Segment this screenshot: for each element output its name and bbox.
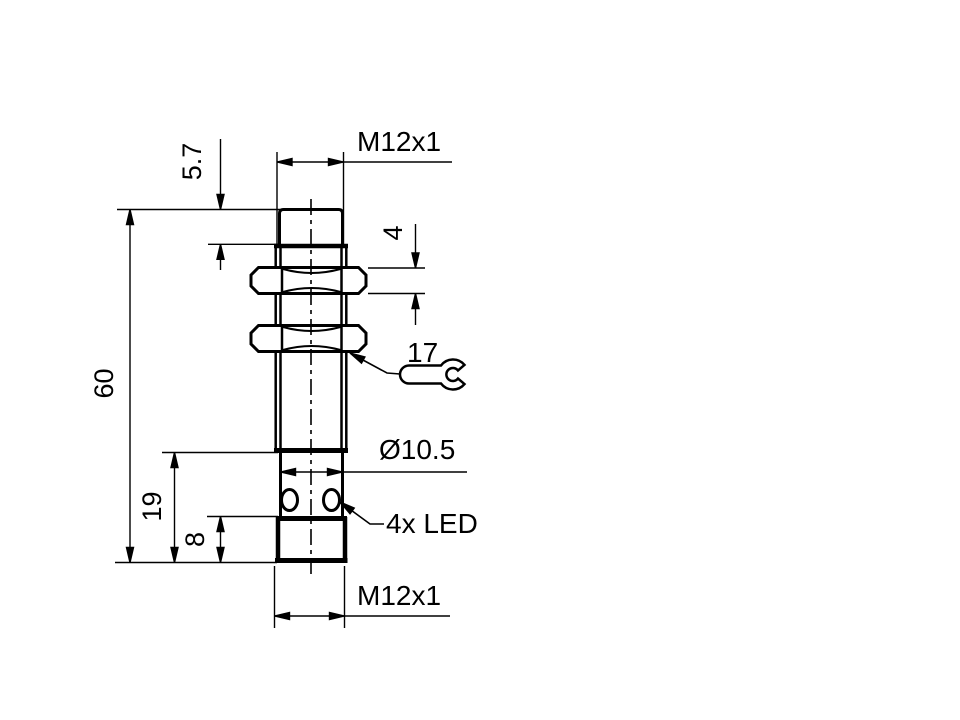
hex-nut-lower bbox=[249, 324, 368, 353]
dim-diameter bbox=[280, 467, 467, 477]
dim-overall-length bbox=[125, 209, 135, 563]
led-window-right bbox=[322, 488, 341, 512]
lower-length-label: 19 bbox=[137, 491, 167, 521]
cap-height-label: 5.7 bbox=[177, 143, 207, 181]
sensor-lower-body bbox=[279, 450, 344, 518]
thread-top-label: M12x1 bbox=[357, 126, 441, 157]
connector-body bbox=[275, 517, 348, 560]
diameter-label: Ø10.5 bbox=[379, 434, 455, 465]
connector-length-label: 8 bbox=[180, 532, 210, 547]
dim-thread-top bbox=[276, 152, 452, 246]
nut-thickness-label: 4 bbox=[378, 225, 408, 240]
led-label: 4x LED bbox=[386, 508, 478, 539]
dim-cap-height bbox=[208, 139, 280, 270]
wrench-size-label: 17 bbox=[407, 337, 438, 368]
hex-nut-upper bbox=[249, 266, 368, 295]
thread-bottom-label: M12x1 bbox=[357, 580, 441, 611]
overall-length-label: 60 bbox=[89, 368, 119, 398]
dim-connector-length bbox=[207, 515, 278, 563]
sensor-body bbox=[249, 199, 368, 574]
dim-lower-length bbox=[162, 451, 278, 563]
led-window-left bbox=[280, 488, 299, 512]
led-leader bbox=[339, 501, 384, 525]
open-end-wrench-icon bbox=[398, 358, 467, 391]
dim-thread-bottom bbox=[273, 566, 450, 628]
dim-nut-thickness bbox=[368, 224, 425, 325]
wrench-leader bbox=[349, 352, 401, 375]
